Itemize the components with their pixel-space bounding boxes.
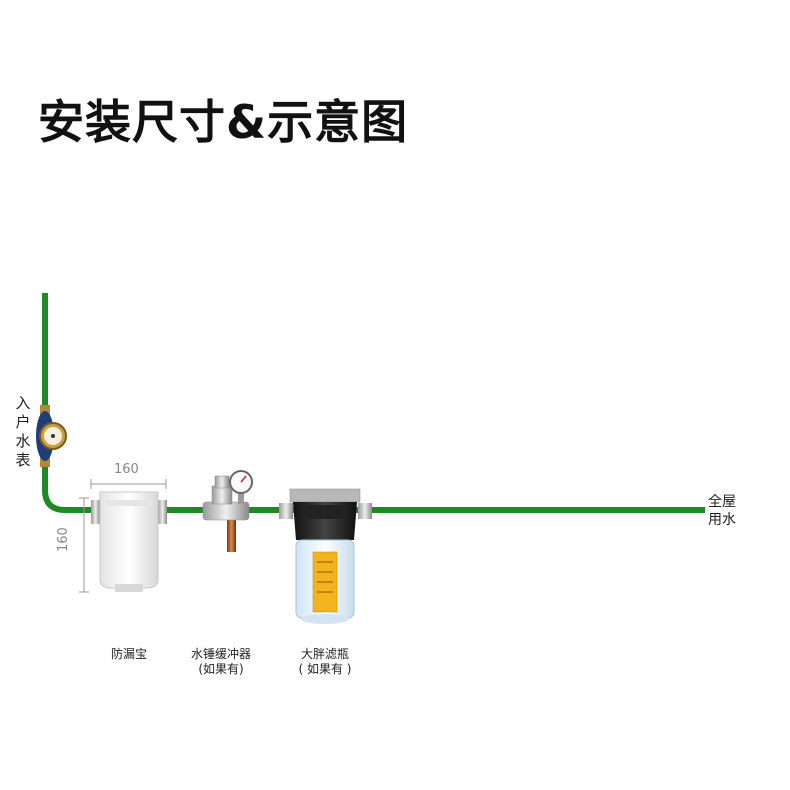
- leak-protector-device: [91, 491, 167, 592]
- device-name: 大胖滤瓶: [300, 647, 349, 661]
- meter-label: 入 户 水 表: [14, 394, 32, 470]
- device-name: 水锤缓冲器: [190, 647, 251, 661]
- pressure-gauge-icon: [229, 470, 253, 494]
- water-hammer-arrestor: [202, 475, 250, 552]
- dimension-height-label: 160: [56, 527, 71, 552]
- outlet-label-line: 全屋: [708, 494, 736, 510]
- device-label-leak-protector: 防漏宝: [89, 647, 169, 662]
- device-note: (如果有): [198, 662, 244, 676]
- meter-label-char: 水: [15, 432, 31, 450]
- device-name: 防漏宝: [110, 647, 147, 661]
- outlet-label: 全屋 用水: [708, 493, 736, 529]
- water-pipe: [42, 293, 705, 513]
- page-title: 安装尺寸&示意图: [38, 95, 409, 149]
- water-meter-icon: [36, 405, 67, 467]
- dimension-lines: [79, 479, 167, 593]
- meter-label-char: 入: [15, 394, 31, 412]
- meter-label-char: 表: [15, 451, 31, 469]
- meter-label-char: 户: [15, 413, 31, 431]
- device-label-water-hammer: 水锤缓冲器 (如果有): [176, 647, 266, 677]
- dimension-width-label: 160: [114, 462, 139, 477]
- device-note: ( 如果有 ): [298, 662, 352, 676]
- big-filter-housing: [279, 488, 372, 624]
- device-label-big-filter: 大胖滤瓶 ( 如果有 ): [280, 647, 370, 677]
- outlet-label-line: 用水: [708, 512, 736, 528]
